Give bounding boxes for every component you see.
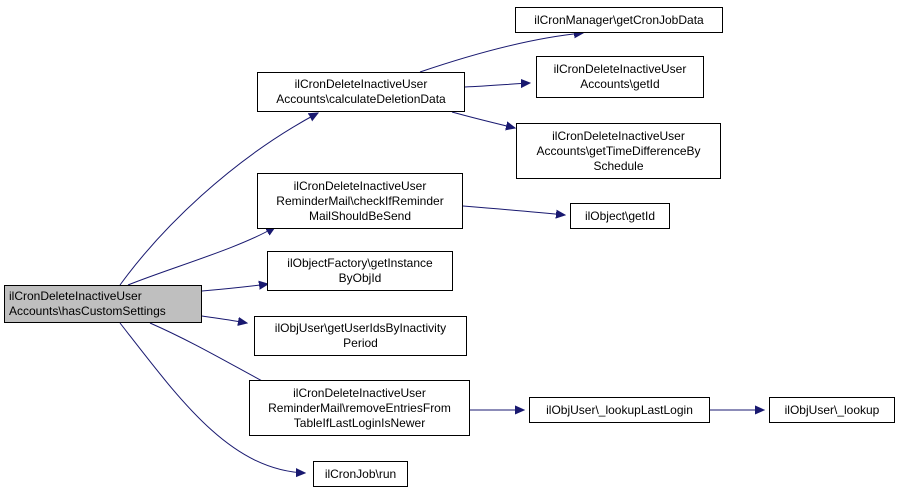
node-label-line: ByObjId bbox=[338, 271, 382, 285]
node-label-line: ReminderMail\removeEntriesFrom bbox=[268, 400, 451, 415]
node-label-line: ilCronDeleteInactiveUser bbox=[293, 178, 427, 193]
node-label-line: ilObjUser\getUserIdsByInactivity bbox=[274, 321, 447, 335]
node-label-line: ilObject\getId bbox=[584, 208, 656, 223]
node-label-line: Period bbox=[343, 336, 378, 350]
node-label-line: ilCronDeleteInactiveUser bbox=[293, 385, 426, 400]
node-label-line: ilCronManager\getCronJobData bbox=[534, 12, 704, 27]
node-run[interactable]: ilCronJob\run bbox=[313, 461, 408, 487]
node-cronjobdata[interactable]: ilCronManager\getCronJobData bbox=[515, 7, 723, 33]
edge-root-to-factory bbox=[201, 284, 268, 292]
node-label-line: Accounts\calculateDeletionData bbox=[276, 92, 446, 106]
node-label-line: Accounts\hasCustomSettings bbox=[9, 304, 166, 318]
edge-root-to-calc bbox=[119, 113, 318, 286]
node-label-line: ilObjectFactory\getInstance bbox=[287, 256, 433, 270]
node-label-line: ReminderMail\checkIfReminder bbox=[276, 193, 444, 208]
node-label-line: ilCronDeleteInactiveUser bbox=[294, 77, 428, 91]
edge-calc-to-timediff bbox=[451, 111, 515, 128]
node-label-line: MailShouldBeSend bbox=[308, 208, 412, 223]
node-objgetid[interactable]: ilObject\getId bbox=[570, 203, 670, 229]
edge-calc-to-cronjobdata bbox=[419, 33, 583, 73]
node-label-line: Accounts\getTimeDifferenceBy bbox=[536, 143, 701, 158]
edge-root-to-run bbox=[119, 322, 305, 473]
node-label-line: ilCronDeleteInactiveUser bbox=[552, 128, 685, 143]
node-label-line: ilCronJob\run bbox=[324, 466, 397, 481]
node-label-line: ilCronDeleteInactiveUser bbox=[553, 62, 687, 76]
node-label-line: Accounts\getId bbox=[580, 77, 660, 91]
node-label-line: ilObjUser\_lookup bbox=[784, 402, 880, 417]
edge-check-to-objgetid bbox=[462, 205, 565, 215]
node-label-line: Schedule bbox=[593, 158, 644, 173]
node-label-line: TableIfLastLoginIsNewer bbox=[293, 415, 426, 430]
edge-root-to-getuserids bbox=[201, 315, 247, 323]
node-label-line: ilObjUser\_lookupLastLogin bbox=[546, 402, 693, 417]
node-lookup[interactable]: ilObjUser\_lookup bbox=[769, 397, 895, 423]
edge-root-to-check bbox=[127, 227, 275, 286]
node-label-line: ilCronDeleteInactiveUser bbox=[9, 289, 142, 303]
node-lastlogin[interactable]: ilObjUser\_lookupLastLogin bbox=[529, 397, 710, 423]
edge-calc-to-getid1 bbox=[464, 83, 530, 87]
